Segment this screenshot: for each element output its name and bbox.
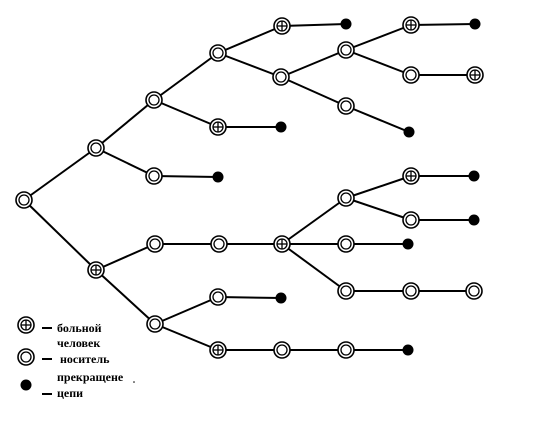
node-carrier-n11 — [337, 97, 355, 115]
edge-n0-n4 — [23, 199, 97, 271]
node-sick-n22 — [402, 167, 420, 185]
edge-n13-n15 — [345, 49, 412, 76]
edge-n1-n2 — [95, 99, 155, 149]
node-carrier-n41 — [337, 341, 355, 359]
edge-n7-n11 — [280, 76, 347, 107]
node-carrier-n28 — [402, 211, 420, 229]
edge-n13-n14 — [345, 24, 412, 51]
edge-n4-n19 — [95, 243, 156, 271]
legend-symbols — [17, 316, 135, 395]
node-sick-n8 — [273, 17, 291, 35]
diagram-edges — [23, 23, 476, 351]
node-end-n26 — [402, 238, 414, 250]
node-end-n29 — [468, 214, 480, 226]
legend-label-end-1: прекращене — [57, 370, 124, 384]
node-carrier-n7 — [272, 68, 290, 86]
node-carrier-n15 — [402, 66, 420, 84]
node-carrier-n40 — [273, 341, 291, 359]
node-carrier-n32 — [465, 282, 483, 300]
legend-label-carrier: носитель — [57, 352, 110, 366]
node-carrier-n30 — [402, 282, 420, 300]
edge-n2-n6 — [153, 52, 219, 101]
node-carrier-n34 — [146, 315, 164, 333]
node-sick-n14 — [402, 16, 420, 34]
edge-n35-n38 — [217, 296, 282, 299]
node-carrier-n1 — [87, 139, 105, 157]
legend-carrier-symbol — [17, 348, 35, 366]
edge-n3-n5 — [153, 175, 219, 178]
node-sick-n4 — [87, 261, 105, 279]
edge-n24-n28 — [345, 197, 412, 221]
edge-n8-n9 — [281, 23, 347, 27]
edge-n21-n24 — [281, 197, 347, 245]
legend-label-end-2: цепи — [57, 386, 84, 400]
edge-n2-n12 — [153, 99, 219, 128]
edge-n6-n7 — [217, 52, 282, 78]
legend-label-sick-1: больной — [57, 321, 102, 335]
node-carrier-n6 — [209, 44, 227, 62]
edge-n7-n13 — [280, 49, 347, 78]
node-end-n23 — [468, 170, 480, 182]
edge-n14-n16 — [410, 23, 476, 26]
edge-n11-n18 — [345, 105, 410, 133]
edge-n6-n8 — [217, 25, 283, 54]
node-carrier-n20 — [210, 235, 228, 253]
legend-stray-dot — [133, 381, 135, 383]
edge-n34-n39 — [154, 323, 219, 351]
edge-n1-n3 — [95, 147, 155, 177]
node-carrier-n27 — [337, 282, 355, 300]
node-end-n38 — [275, 292, 287, 304]
node-carrier-n2 — [145, 91, 163, 109]
edge-n34-n35 — [154, 296, 219, 325]
node-carrier-n35 — [209, 288, 227, 306]
edge-n4-n34 — [95, 269, 156, 325]
legend-end-symbol — [20, 379, 32, 391]
node-end-n42 — [402, 344, 414, 356]
node-end-n18 — [403, 126, 415, 138]
edge-n0-n1 — [23, 147, 97, 201]
edge-n24-n22 — [345, 175, 412, 199]
node-carrier-n19 — [146, 235, 164, 253]
node-carrier-n25 — [337, 235, 355, 253]
node-sick-n12 — [209, 118, 227, 136]
legend-sick-symbol — [17, 316, 35, 334]
node-end-n31 — [275, 121, 287, 133]
diagram-nodes — [15, 16, 484, 359]
node-carrier-n3 — [145, 167, 163, 185]
node-carrier-n0 — [15, 191, 33, 209]
node-sick-n17 — [466, 66, 484, 84]
node-sick-n39 — [209, 341, 227, 359]
node-end-n16 — [469, 18, 481, 30]
node-end-n5 — [212, 171, 224, 183]
node-carrier-n13 — [337, 41, 355, 59]
node-sick-n21 — [273, 235, 291, 253]
legend-label-sick-2: человек — [57, 336, 101, 350]
node-carrier-n24 — [337, 189, 355, 207]
node-end-n9 — [340, 18, 352, 30]
edge-n21-n27 — [281, 243, 347, 292]
